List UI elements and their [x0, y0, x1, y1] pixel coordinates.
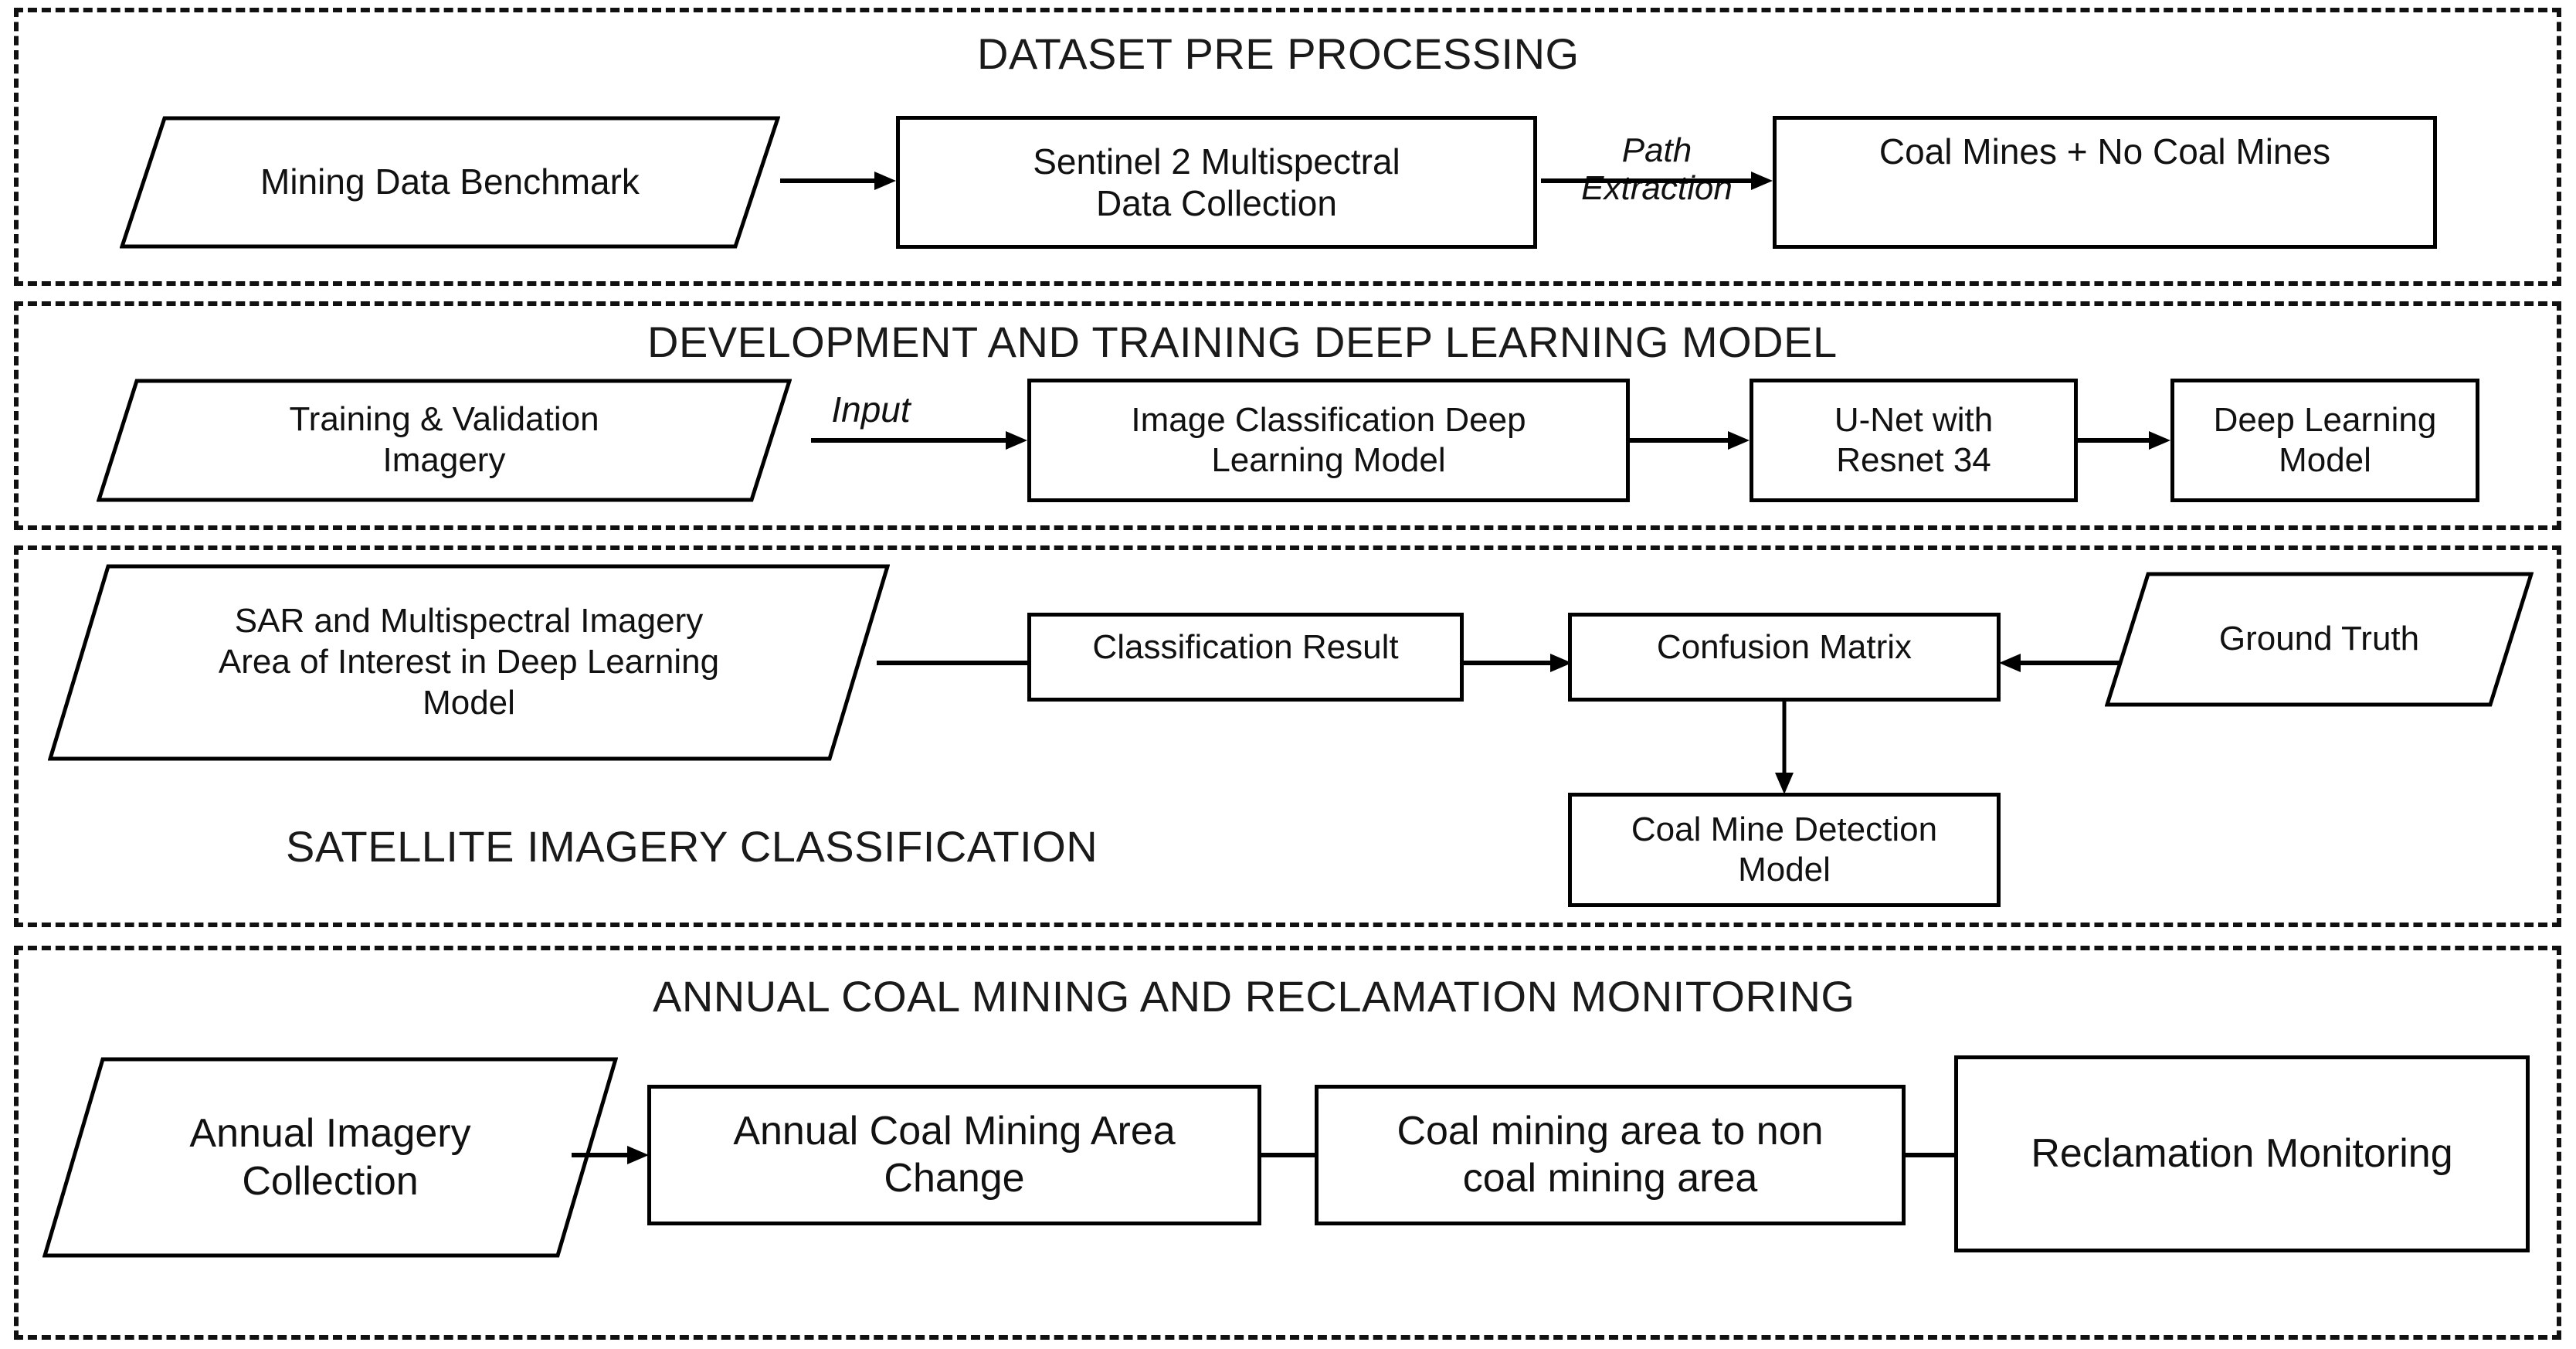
section-panel-development-and-training [14, 301, 2561, 530]
node-label: Reclamation Monitoring [2031, 1130, 2453, 1176]
node-u-net-with-resnet-34[interactable]: U-Net with Resnet 34 [1750, 379, 2078, 502]
node-annual-coal-mining-area-change[interactable]: Annual Coal Mining Area Change [647, 1085, 1261, 1225]
node-label: SAR and Multispectral Imagery Area of In… [218, 602, 720, 722]
node-label: Coal Mines + No Coal Mines [1879, 131, 2331, 172]
node-coal-mining-area-to-non-coal-mining-area[interactable]: Coal mining area to non coal mining area [1315, 1085, 1906, 1225]
node-label: U-Net with Resnet 34 [1834, 401, 1994, 479]
arrow-annual-imagery-to-area-change [572, 1146, 649, 1164]
section-title-development-and-training: DEVELOPMENT AND TRAINING DEEP LEARNING M… [647, 318, 1838, 366]
parallelogram-shape [48, 564, 890, 761]
node-training-validation-imagery[interactable]: Training & Validation Imagery [97, 379, 792, 502]
section-title-satellite-imagery-classification: SATELLITE IMAGERY CLASSIFICATION [286, 822, 1098, 871]
arrow-mining-to-sentinel [780, 172, 896, 190]
node-label: Image Classification Deep Learning Model [1131, 401, 1526, 479]
edge-label-input: Input [831, 389, 911, 430]
node-classification-result[interactable]: Classification Result [1027, 613, 1464, 702]
arrow-confusion-matrix-to-coal-mine-detection-model [1775, 702, 1794, 794]
section-panel-annual-coal-mining-and-reclamation-monitoring [14, 946, 2561, 1340]
node-label: Deep Learning Model [2213, 401, 2437, 479]
node-label: Confusion Matrix [1656, 628, 1912, 666]
arrow-sentinel-to-coal-mines [1541, 172, 1773, 190]
node-sentinel-2-multispectral-data-collection[interactable]: Sentinel 2 Multispectral Data Collection [896, 116, 1537, 249]
node-label: Mining Data Benchmark [260, 161, 640, 202]
parallelogram-shape [97, 379, 792, 502]
node-sar-and-multispectral-imagery-aoi[interactable]: SAR and Multispectral Imagery Area of In… [48, 564, 890, 761]
arrow-classification-result-to-confusion-matrix [1464, 654, 1572, 672]
section-panel-satellite-imagery-classification [14, 545, 2561, 927]
node-coal-mine-detection-model[interactable]: Coal Mine Detection Model [1568, 793, 2001, 907]
node-label: Sentinel 2 Multispectral Data Collection [1033, 141, 1400, 223]
node-annual-imagery-collection[interactable]: Annual Imagery Collection [42, 1057, 618, 1258]
node-image-classification-deep-learning-model[interactable]: Image Classification Deep Learning Model [1027, 379, 1630, 502]
section-title-dataset-pre-processing: DATASET PRE PROCESSING [977, 29, 1580, 78]
node-deep-learning-model[interactable]: Deep Learning Model [2170, 379, 2479, 502]
node-label: Annual Imagery Collection [189, 1110, 471, 1204]
node-coal-mines-no-coal-mines[interactable]: Coal Mines + No Coal Mines [1773, 116, 2437, 249]
section-title-annual-coal-mining-and-reclamation-monitoring: ANNUAL COAL MINING AND RECLAMATION MONIT… [653, 972, 1855, 1021]
parallelogram-shape [2105, 572, 2534, 707]
parallelogram-shape [120, 116, 780, 249]
node-mining-data-benchmark[interactable]: Mining Data Benchmark [120, 116, 780, 249]
edge-label-path-extraction: Path Extraction [1581, 131, 1733, 208]
node-label: Coal mining area to non coal mining area [1397, 1108, 1824, 1201]
arrow-training-to-image-classification [811, 431, 1027, 450]
node-label: Classification Result [1092, 628, 1399, 666]
arrow-unet-to-deep-learning-model [2078, 431, 2170, 450]
arrow-image-classification-to-unet [1630, 431, 1750, 450]
node-confusion-matrix[interactable]: Confusion Matrix [1568, 613, 2001, 702]
node-label: Coal Mine Detection Model [1631, 810, 1938, 889]
node-reclamation-monitoring[interactable]: Reclamation Monitoring [1954, 1055, 2530, 1252]
node-ground-truth[interactable]: Ground Truth [2105, 572, 2534, 707]
node-label: Annual Coal Mining Area Change [733, 1108, 1176, 1201]
node-label: Training & Validation Imagery [289, 400, 599, 479]
node-label: Ground Truth [2218, 620, 2420, 658]
section-panel-dataset-pre-processing [14, 8, 2561, 286]
parallelogram-shape [42, 1057, 618, 1258]
